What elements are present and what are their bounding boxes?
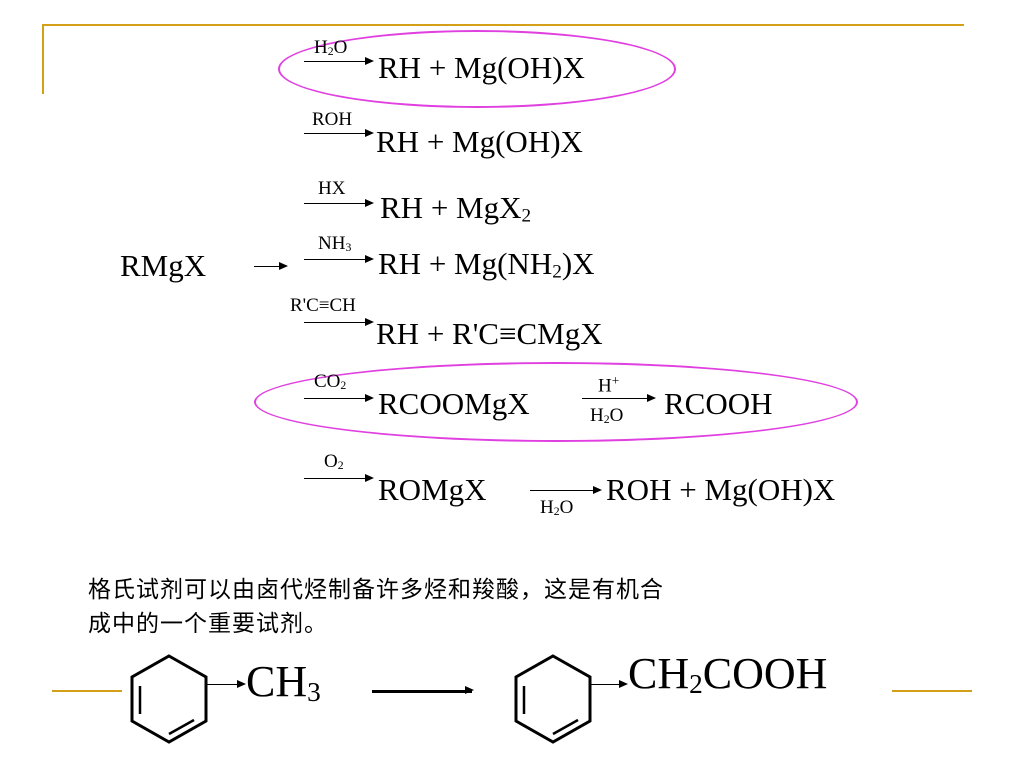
arrow-row3 <box>304 199 374 207</box>
reagent-alkyne: R'C≡CH <box>290 295 356 316</box>
bottom-right-line <box>892 690 972 692</box>
arrow-row2 <box>304 129 374 137</box>
reagent-h2o-row6: H2O <box>590 405 624 427</box>
reagent-o2: O2 <box>324 451 344 473</box>
product-row6: RCOOMgX <box>378 386 530 421</box>
reagent-hx: HX <box>318 178 346 199</box>
product-row3: RH + MgX2 <box>380 190 532 227</box>
final-row6: RCOOH <box>664 386 773 421</box>
product-row7: ROMgX <box>378 472 487 507</box>
benzene-ring-left-icon <box>130 654 208 744</box>
highlight-ellipse-co2 <box>254 362 858 442</box>
bottom-left-group: CH3 <box>246 657 321 707</box>
reagent-co2: CO2 <box>314 371 347 393</box>
reagent-h2o: H2O <box>314 37 348 59</box>
branch-dash <box>254 262 288 270</box>
description-line1: 格氏试剂可以由卤代烃制备许多烃和羧酸，这是有机合 <box>88 577 664 603</box>
arrow-row4 <box>304 255 374 263</box>
bottom-right-group: CH2COOH <box>628 649 828 699</box>
reagent-roh: ROH <box>312 109 353 130</box>
frame-top-line <box>42 24 964 26</box>
reagent-h-plus: H+ <box>598 373 620 397</box>
bottom-main-arrow <box>372 686 474 694</box>
product-row5: RH + R'C≡CMgX <box>376 316 603 351</box>
product-row1: RH + Mg(OH)X <box>378 50 585 85</box>
highlight-ellipse-h2o <box>278 30 676 108</box>
arrow-row6 <box>304 394 374 402</box>
arrow-row7 <box>304 474 374 482</box>
reagent-h2o-row7: H2O <box>540 497 574 519</box>
benzene-ring-right-icon <box>514 654 592 744</box>
reactant-rmgx: RMgX <box>120 248 207 283</box>
reagent-nh3: NH3 <box>318 233 352 255</box>
final-row7: ROH + Mg(OH)X <box>606 472 836 507</box>
arrow-row1 <box>304 57 374 65</box>
arrow-row5 <box>304 318 374 326</box>
product-row2: RH + Mg(OH)X <box>376 124 583 159</box>
description-line2: 成中的一个重要试剂。 <box>88 611 328 637</box>
benzene-right-bond <box>590 680 628 688</box>
benzene-left-bond <box>206 680 246 688</box>
frame-left-line <box>42 24 44 94</box>
bottom-left-line <box>52 690 122 692</box>
arrow-row6b <box>582 394 656 402</box>
product-row4: RH + Mg(NH2)X <box>378 246 595 283</box>
arrow-row7b <box>530 486 602 494</box>
